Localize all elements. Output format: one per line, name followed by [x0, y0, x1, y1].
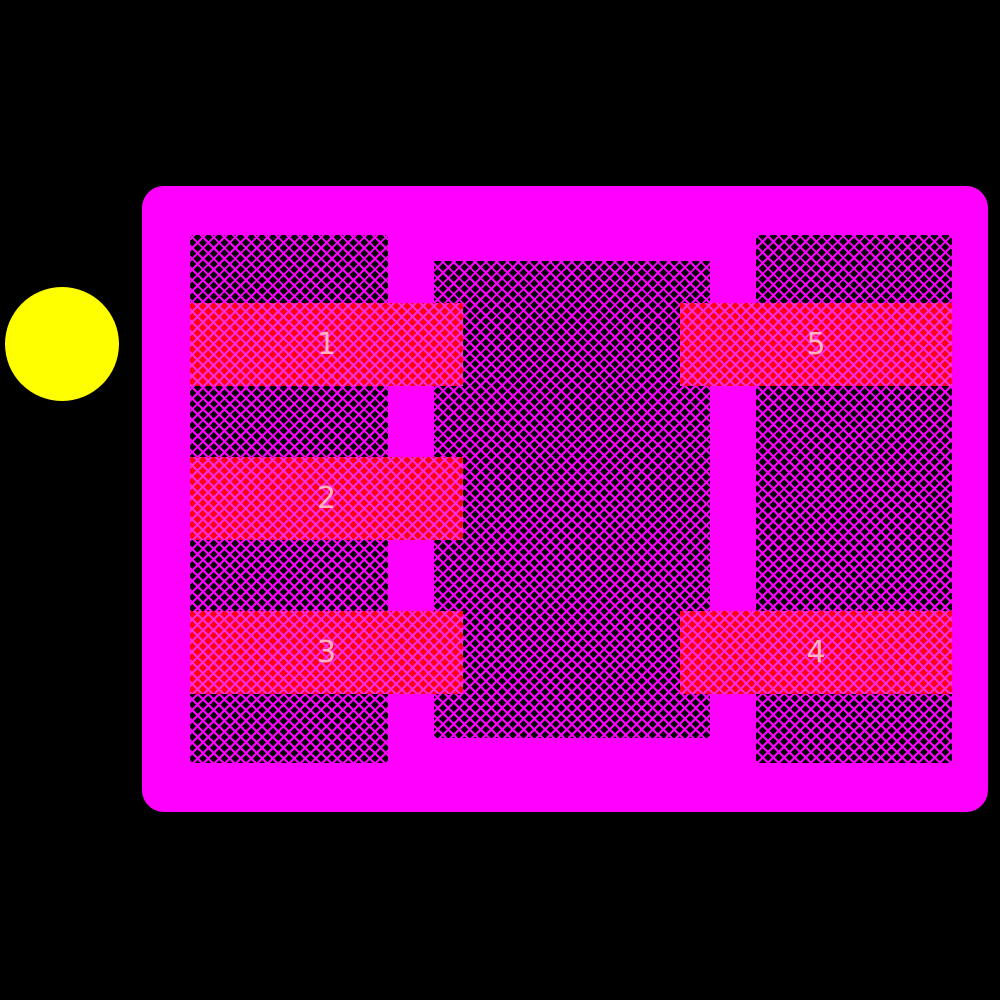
- pad-5-label: 5: [806, 326, 826, 362]
- pad-1[interactable]: 1: [190, 303, 463, 386]
- pad-5[interactable]: 5: [680, 303, 952, 386]
- pad-3[interactable]: 3: [190, 611, 463, 694]
- pad-4-label: 4: [806, 634, 826, 670]
- pad-4[interactable]: 4: [680, 611, 952, 694]
- center-copper-pad[interactable]: [434, 261, 710, 738]
- pad-2-label: 2: [316, 480, 337, 516]
- origin-anchor-marker[interactable]: [5, 287, 119, 401]
- pad-1-label: 1: [316, 326, 337, 362]
- pad-2[interactable]: 2: [190, 457, 463, 540]
- pad-3-label: 3: [316, 634, 337, 670]
